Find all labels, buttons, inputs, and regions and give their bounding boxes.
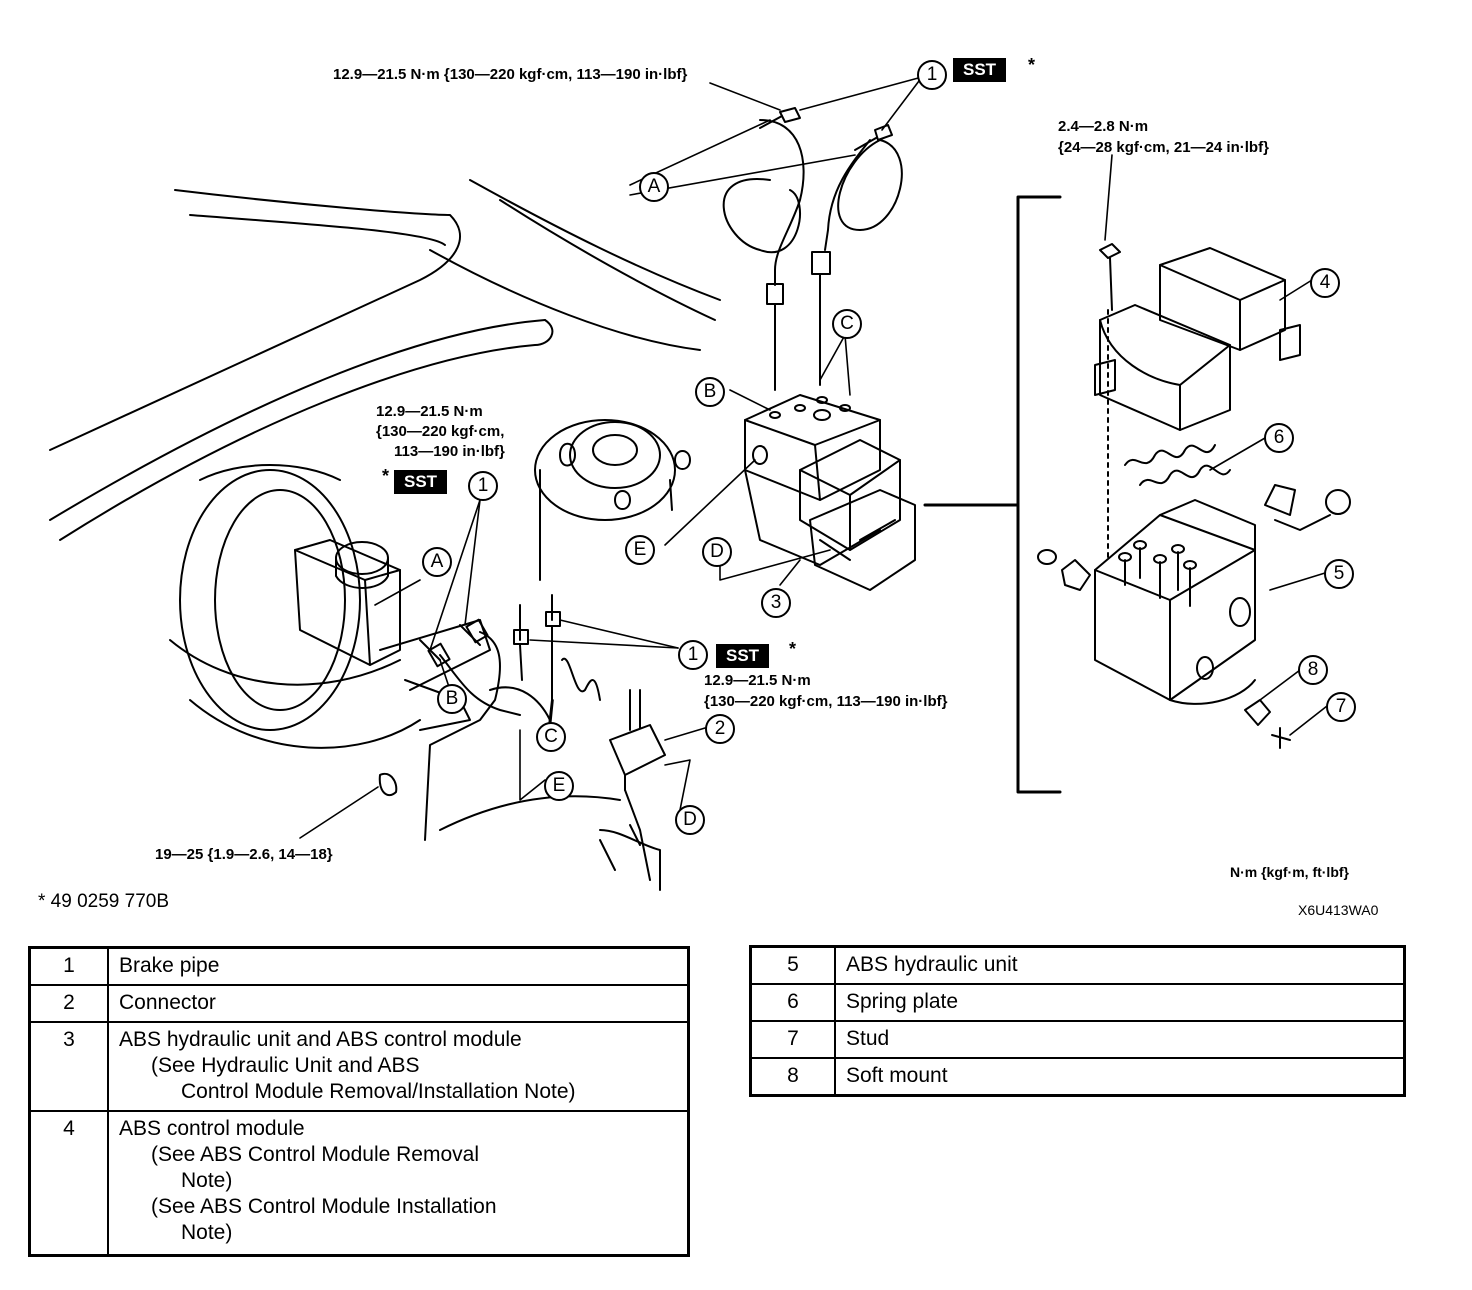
sst-asterisk-left: * [382, 466, 390, 486]
table-row: 7 Stud [749, 1020, 1406, 1059]
legend-note-link[interactable]: Note) [181, 1221, 233, 1244]
exploded-view-bracket [923, 195, 1062, 794]
legend-name: ABS hydraulic unit and ABS control modul… [119, 1028, 522, 1051]
brake-booster [169, 464, 421, 749]
table-row: 3 ABS hydraulic unit and ABS control mod… [28, 1021, 690, 1112]
exploded-view-drawing [49, 76, 1351, 891]
torque-right-line2: {24—28 kgf·cm, 21—24 in·lbf} [1058, 139, 1269, 156]
legend-number: 4 [28, 1110, 109, 1257]
legend-name: ABS hydraulic unit [834, 945, 1406, 985]
torque-left-line3: 113—190 in·lbf} [394, 443, 505, 460]
torque-label-mid: 12.9—21.5 N·m {130—220 kgf·cm, 113—190 i… [704, 670, 947, 712]
abs-control-module-drawing [1094, 247, 1301, 431]
table-row: 2 Connector [28, 984, 690, 1023]
callout-1-left: 1 [468, 471, 498, 501]
callout-1-mid: 1 [678, 640, 708, 670]
callout-D-top: D [702, 537, 732, 567]
legend-number: 6 [749, 983, 836, 1022]
torque-label-bottom: 19—25 {1.9—2.6, 14—18} [155, 846, 333, 863]
torque-right-line1: 2.4—2.8 N·m [1058, 118, 1149, 135]
table-row: 8 Soft mount [749, 1057, 1406, 1097]
callout-3: 3 [761, 588, 791, 618]
vehicle-body-outline [49, 179, 721, 541]
units-note: N·m {kgf·m, ft·lbf} [1230, 864, 1349, 880]
torque-label-right: 2.4—2.8 N·m {24—28 kgf·cm, 21—24 in·lbf} [1058, 116, 1269, 158]
torque-mid-line1: 12.9—21.5 N·m [704, 672, 811, 689]
sst-badge-top: SST [953, 58, 1007, 82]
legend-name: Brake pipe [107, 946, 690, 986]
abs-assembly [744, 394, 916, 591]
legend-note-link[interactable]: (See ABS Control Module Installation [151, 1195, 497, 1218]
legend-table-left: 1 Brake pipe 2 Connector 3 ABS hydraulic… [28, 946, 690, 1257]
callout-A-left: A [422, 547, 452, 577]
spring-plate-drawing [1124, 444, 1231, 486]
callout-7: 7 [1326, 692, 1356, 722]
table-row: 6 Spring plate [749, 983, 1406, 1022]
legend-number: 2 [28, 984, 109, 1023]
legend-name: Spring plate [834, 983, 1406, 1022]
master-cylinder [294, 539, 491, 731]
legend-note-link[interactable]: (See ABS Control Module Removal [151, 1143, 479, 1166]
soft-mount-and-stud [1244, 699, 1291, 749]
callout-1-top: 1 [917, 60, 947, 90]
legend-cell-3: ABS hydraulic unit and ABS control modul… [107, 1021, 690, 1112]
abs-hydraulic-unit-drawing [1094, 484, 1351, 705]
torque-left-line2: {130—220 kgf·cm, [376, 423, 505, 440]
strut-tower [534, 419, 691, 581]
legend-name: ABS control module [119, 1117, 305, 1140]
legend-name: Connector [107, 984, 690, 1023]
module-bolt [1099, 243, 1121, 561]
legend-number: 3 [28, 1021, 109, 1112]
sst-asterisk-mid: * [789, 639, 797, 659]
connector-harness [378, 689, 666, 891]
sst-part-number: * 49 0259 770B [38, 891, 170, 912]
legend-note-link[interactable]: Note) [181, 1169, 233, 1192]
table-row: 4 ABS control module (See ABS Control Mo… [28, 1110, 690, 1257]
sst-badge-left: SST [394, 470, 448, 494]
callout-6: 6 [1264, 423, 1294, 453]
mc-brake-pipe-fittings [424, 618, 551, 841]
brake-pipe-coils [722, 107, 903, 391]
sst-asterisk-top: * [1028, 55, 1036, 75]
figure-code: X6U413WA0 [1298, 902, 1379, 918]
hydraulic-unit-ports [1118, 540, 1197, 607]
mid-pipe-joints [513, 594, 601, 736]
callout-E-left: E [544, 771, 574, 801]
torque-left-line1: 12.9—21.5 N·m [376, 403, 483, 420]
legend-number: 5 [749, 945, 836, 985]
callout-C-top: C [832, 309, 862, 339]
callout-2: 2 [705, 714, 735, 744]
table-row: 5 ABS hydraulic unit [749, 945, 1406, 985]
legend-name: Stud [834, 1020, 1406, 1059]
callout-B-top: B [695, 377, 725, 407]
sst-badge-mid: SST [716, 644, 770, 668]
callout-A-top: A [639, 172, 669, 202]
legend-number: 7 [749, 1020, 836, 1059]
torque-mid-line2: {130—220 kgf·cm, 113—190 in·lbf} [704, 693, 948, 710]
legend-table-right: 5 ABS hydraulic unit 6 Spring plate 7 St… [749, 945, 1406, 1097]
torque-label-left: 12.9—21.5 N·m {130—220 kgf·cm, 113—190 i… [376, 402, 505, 462]
legend-note-link[interactable]: (See Hydraulic Unit and ABS [151, 1054, 420, 1077]
legend-cell-4: ABS control module (See ABS Control Modu… [107, 1110, 690, 1257]
legend-note-link[interactable]: Control Module Removal/Installation Note… [181, 1080, 576, 1103]
legend-number: 1 [28, 946, 109, 986]
callout-C-left: C [536, 722, 566, 752]
callout-B-left: B [437, 684, 467, 714]
torque-label-top: 12.9—21.5 N·m {130—220 kgf·cm, 113—190 i… [333, 66, 688, 83]
callout-5: 5 [1324, 559, 1354, 589]
legend-name: Soft mount [834, 1057, 1406, 1097]
callout-8: 8 [1298, 655, 1328, 685]
legend-number: 8 [749, 1057, 836, 1097]
grommet-left [1037, 549, 1091, 591]
table-row: 1 Brake pipe [28, 946, 690, 986]
callout-D-left: D [675, 805, 705, 835]
callout-E-top: E [625, 535, 655, 565]
callout-4: 4 [1310, 268, 1340, 298]
